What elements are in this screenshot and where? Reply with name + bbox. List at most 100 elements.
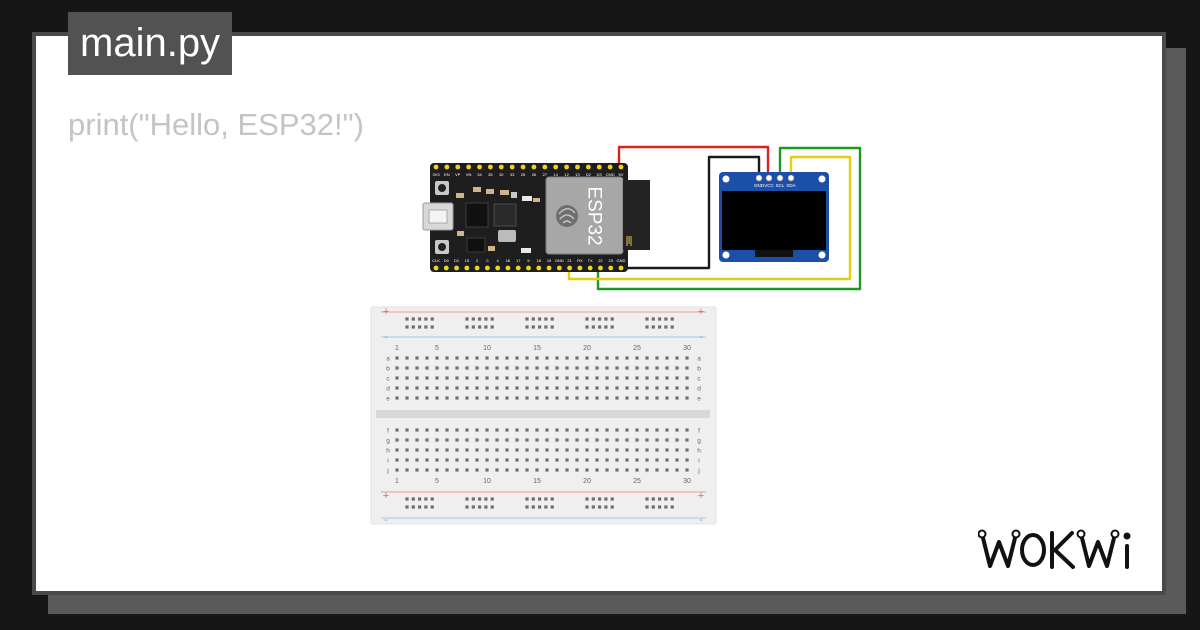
rail-hole[interactable] <box>591 317 595 321</box>
esp32-pin-19[interactable] <box>546 265 552 271</box>
breadboard-hole[interactable] <box>605 438 609 442</box>
breadboard-hole[interactable] <box>435 376 439 380</box>
breadboard-hole[interactable] <box>445 438 449 442</box>
breadboard-hole[interactable] <box>415 396 419 400</box>
rail-hole[interactable] <box>610 505 614 509</box>
breadboard-hole[interactable] <box>505 396 509 400</box>
rail-hole[interactable] <box>585 497 589 501</box>
breadboard-hole[interactable] <box>585 448 589 452</box>
esp32-pin-27[interactable] <box>542 164 548 170</box>
breadboard-hole[interactable] <box>575 458 579 462</box>
wire-sda[interactable] <box>567 155 852 281</box>
breadboard-hole[interactable] <box>455 356 459 360</box>
breadboard-hole[interactable] <box>635 376 639 380</box>
breadboard-hole[interactable] <box>595 386 599 390</box>
breadboard-hole[interactable] <box>415 448 419 452</box>
breadboard-hole[interactable] <box>605 376 609 380</box>
breadboard-hole[interactable] <box>625 356 629 360</box>
breadboard-hole[interactable] <box>605 458 609 462</box>
breadboard-hole[interactable] <box>665 428 669 432</box>
esp32-pin-VP[interactable] <box>455 164 461 170</box>
rail-hole[interactable] <box>471 497 475 501</box>
breadboard-hole[interactable] <box>615 438 619 442</box>
breadboard-hole[interactable] <box>435 386 439 390</box>
rail-hole[interactable] <box>604 505 608 509</box>
breadboard-hole[interactable] <box>535 386 539 390</box>
breadboard-hole[interactable] <box>415 366 419 370</box>
breadboard-hole[interactable] <box>445 458 449 462</box>
rail-hole[interactable] <box>598 317 602 321</box>
breadboard-hole[interactable] <box>445 386 449 390</box>
breadboard-hole[interactable] <box>525 386 529 390</box>
esp32-pin-GND[interactable] <box>618 265 624 271</box>
esp32-pin-EN[interactable] <box>444 164 450 170</box>
breadboard-hole[interactable] <box>555 438 559 442</box>
breadboard-hole[interactable] <box>455 448 459 452</box>
breadboard-hole[interactable] <box>445 468 449 472</box>
esp32-pin-15[interactable] <box>464 265 470 271</box>
breadboard-hole[interactable] <box>395 356 399 360</box>
rail-hole[interactable] <box>610 317 614 321</box>
breadboard-hole[interactable] <box>465 448 469 452</box>
rail-hole[interactable] <box>585 505 589 509</box>
breadboard-hole[interactable] <box>425 356 429 360</box>
breadboard-hole[interactable] <box>555 468 559 472</box>
breadboard-hole[interactable] <box>625 376 629 380</box>
file-tab-main-py[interactable]: main.py <box>68 12 233 75</box>
breadboard-hole[interactable] <box>395 438 399 442</box>
breadboard-hole[interactable] <box>685 376 689 380</box>
breadboard-hole[interactable] <box>525 438 529 442</box>
breadboard-hole[interactable] <box>505 438 509 442</box>
breadboard-hole[interactable] <box>575 376 579 380</box>
breadboard-hole[interactable] <box>535 428 539 432</box>
breadboard-hole[interactable] <box>595 458 599 462</box>
esp32-pin-D3[interactable] <box>596 164 602 170</box>
breadboard-hole[interactable] <box>555 448 559 452</box>
breadboard-hole[interactable] <box>595 438 599 442</box>
breadboard-hole[interactable] <box>495 468 499 472</box>
breadboard-hole[interactable] <box>555 376 559 380</box>
breadboard-hole[interactable] <box>485 366 489 370</box>
rail-hole[interactable] <box>424 497 428 501</box>
rail-hole[interactable] <box>525 317 529 321</box>
breadboard-hole[interactable] <box>625 448 629 452</box>
breadboard-hole[interactable] <box>435 438 439 442</box>
boot-button[interactable] <box>435 181 449 195</box>
breadboard-hole[interactable] <box>395 366 399 370</box>
rail-hole[interactable] <box>531 325 535 329</box>
rail-hole[interactable] <box>585 325 589 329</box>
breadboard-hole[interactable] <box>665 386 669 390</box>
rail-hole[interactable] <box>525 497 529 501</box>
breadboard-hole[interactable] <box>545 376 549 380</box>
breadboard-hole[interactable] <box>595 376 599 380</box>
breadboard-hole[interactable] <box>435 356 439 360</box>
rail-hole[interactable] <box>544 497 548 501</box>
rail-hole[interactable] <box>651 325 655 329</box>
rail-hole[interactable] <box>610 325 614 329</box>
breadboard-hole[interactable] <box>665 366 669 370</box>
breadboard-hole[interactable] <box>475 376 479 380</box>
rail-hole[interactable] <box>531 497 535 501</box>
rail-hole[interactable] <box>651 317 655 321</box>
breadboard-hole[interactable] <box>405 428 409 432</box>
breadboard-hole[interactable] <box>495 376 499 380</box>
breadboard-hole[interactable] <box>545 356 549 360</box>
esp32-pin-12[interactable] <box>564 164 569 170</box>
breadboard-hole[interactable] <box>485 396 489 400</box>
breadboard-hole[interactable] <box>545 438 549 442</box>
breadboard-hole[interactable] <box>565 438 569 442</box>
breadboard-hole[interactable] <box>435 366 439 370</box>
breadboard-hole[interactable] <box>475 448 479 452</box>
breadboard-hole[interactable] <box>425 438 429 442</box>
breadboard-hole[interactable] <box>685 448 689 452</box>
rail-hole[interactable] <box>658 497 662 501</box>
breadboard-hole[interactable] <box>445 376 449 380</box>
breadboard-hole[interactable] <box>565 428 569 432</box>
rail-hole[interactable] <box>484 497 488 501</box>
rail-hole[interactable] <box>645 317 649 321</box>
breadboard-hole[interactable] <box>615 386 619 390</box>
breadboard-hole[interactable] <box>535 396 539 400</box>
breadboard-hole[interactable] <box>475 396 479 400</box>
breadboard-hole[interactable] <box>485 458 489 462</box>
breadboard-hole[interactable] <box>685 438 689 442</box>
